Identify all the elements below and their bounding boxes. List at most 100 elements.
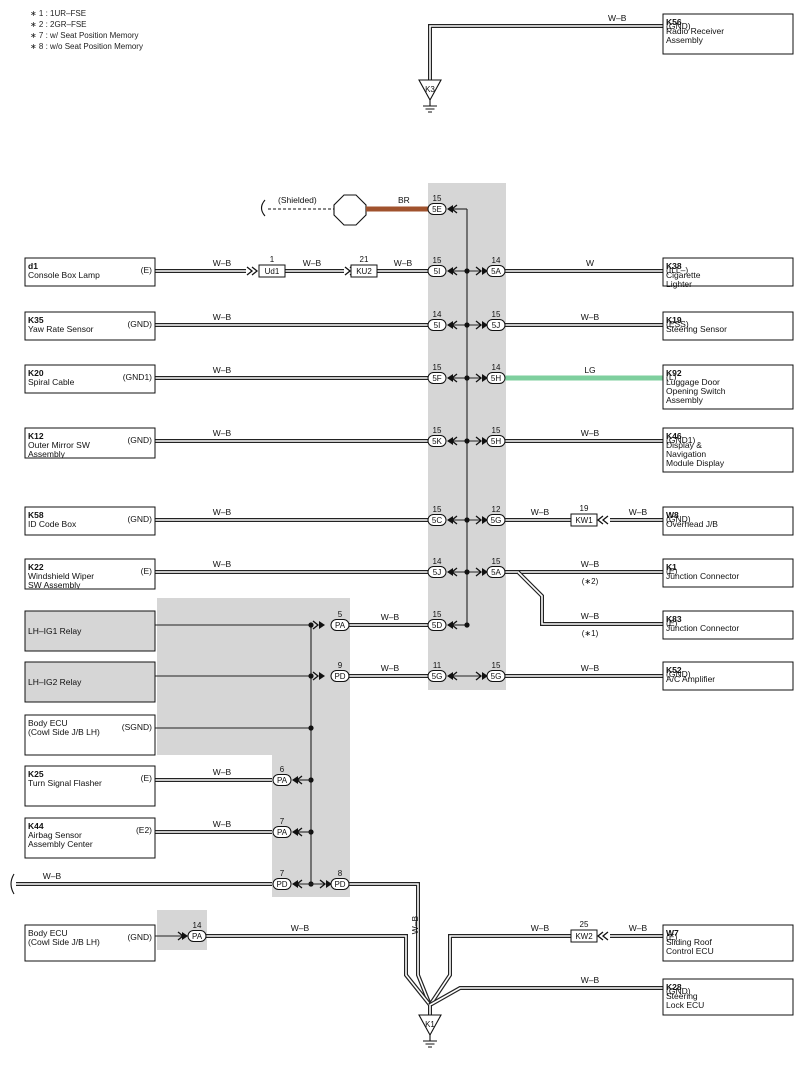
- connector-code: PA: [335, 621, 346, 630]
- wire-color: W–B: [531, 923, 550, 933]
- connector-code: 5G: [432, 672, 443, 681]
- connector-code: 5H: [491, 437, 501, 446]
- wire-w7-core: [429, 935, 571, 1006]
- wire-color: W: [586, 258, 594, 268]
- jb-right-connector: [486, 514, 506, 526]
- arrow-left: [450, 373, 458, 383]
- device-left-3: [24, 427, 156, 459]
- connector-pd8: [330, 878, 350, 890]
- device-name: Navigation: [666, 449, 706, 459]
- device-terminal: (GND): [127, 319, 152, 329]
- arrow-right: [312, 671, 320, 681]
- wire-color: W–B: [581, 312, 600, 322]
- device-terminal: (GND): [127, 932, 152, 942]
- device-left-4: [24, 506, 156, 536]
- connector-ku2: [350, 264, 378, 278]
- device-name: Spiral Cable: [28, 377, 75, 387]
- connector-pin: 6: [280, 765, 285, 774]
- device-lh-ig2: [24, 661, 156, 703]
- device-k83: [662, 610, 794, 640]
- connector-code: 5H: [491, 374, 501, 383]
- wire-color: W–B: [213, 365, 232, 375]
- shield-bracket: [260, 199, 266, 217]
- device-code: K20: [28, 368, 44, 378]
- connector-pin: 15: [433, 505, 442, 514]
- arrow-left: [450, 436, 458, 446]
- connector-pin: 15: [433, 426, 442, 435]
- connector-code: 5F: [432, 374, 441, 383]
- arrow-right: [475, 515, 483, 525]
- arrow-solid-left: [447, 321, 453, 329]
- wires: [10, 24, 663, 1015]
- connector-code: 5J: [492, 321, 500, 330]
- device-terminal: (GND): [666, 986, 691, 996]
- device-name: Control ECU: [666, 946, 714, 956]
- arrow-left: [450, 204, 458, 214]
- jb-right-connector: [486, 265, 506, 277]
- device-k25: [24, 765, 156, 807]
- wire-color-vertical: W–B: [410, 915, 420, 934]
- arrow-solid-left: [447, 568, 453, 576]
- device-name: Assembly: [28, 449, 66, 459]
- device-terminal: (E): [666, 932, 678, 942]
- device-right-4: [662, 506, 794, 536]
- wire-color: W–B: [291, 923, 310, 933]
- wire-color: W–B: [213, 559, 232, 569]
- device-name: Display &: [666, 440, 702, 450]
- connector-pin: 9: [338, 661, 343, 670]
- splice-dot: [308, 622, 314, 628]
- arrow-solid-left: [447, 672, 453, 680]
- splice-dot: [464, 517, 470, 523]
- device-terminal: (GND): [127, 435, 152, 445]
- device-terminal: (GND1): [123, 372, 152, 382]
- arrow-solid-right: [326, 880, 332, 888]
- arrow-right: [475, 320, 483, 330]
- arrow-left: [596, 515, 604, 525]
- ground-code: K1: [425, 1020, 435, 1029]
- connector-5e: [427, 203, 447, 215]
- device-code: K92: [666, 368, 682, 378]
- inline-connector-pin: 25: [580, 920, 589, 929]
- connector-code: PA: [192, 932, 203, 941]
- device-left-1: [24, 311, 156, 341]
- connector-pin: 14: [492, 363, 501, 372]
- device-w7: [662, 924, 794, 962]
- inline-connector-pin: 1: [270, 255, 275, 264]
- device-name: Steering: [666, 991, 698, 1001]
- connector-code: 5D: [432, 621, 442, 630]
- connector-5g-11: [427, 670, 447, 682]
- connector-pa6: [272, 774, 292, 786]
- arrow-solid-right: [319, 621, 325, 629]
- connector-pd9: [330, 670, 350, 682]
- device-right-2: [662, 364, 794, 410]
- device-name: (Cowl Side J/B LH): [28, 937, 100, 947]
- arrow-solid-left: [447, 267, 453, 275]
- splice-dot: [308, 725, 314, 731]
- device-name: ID Code Box: [28, 519, 77, 529]
- arrow-solid-left: [447, 205, 453, 213]
- shielded-label: (Shielded): [278, 195, 317, 205]
- inline-connector-code: Ud1: [265, 267, 280, 276]
- device-left-0: [24, 257, 156, 287]
- arrow-left: [450, 320, 458, 330]
- device-name: Console Box Lamp: [28, 270, 100, 280]
- connector-pin: 15: [492, 426, 501, 435]
- inline-connector-pin: 21: [360, 255, 369, 264]
- device-code: K12: [28, 431, 44, 441]
- wire-color: W–B: [629, 507, 648, 517]
- device-code: K58: [28, 510, 44, 520]
- wire-color: W–B: [381, 663, 400, 673]
- device-terminal: (ILL–): [666, 265, 688, 275]
- variant-label: (∗1): [582, 629, 599, 638]
- ground-symbol: [423, 100, 437, 113]
- device-terminal: (E2): [136, 825, 152, 835]
- device-name: Sliding Roof: [666, 937, 712, 947]
- connector-pin: 15: [433, 610, 442, 619]
- device-code: K28: [666, 982, 682, 992]
- arrow-solid-left: [447, 374, 453, 382]
- device-left-5: [24, 558, 156, 590]
- inline-connector-code: KW1: [575, 516, 593, 525]
- note-3: ∗ 7 : w/ Seat Position Memory: [30, 31, 139, 40]
